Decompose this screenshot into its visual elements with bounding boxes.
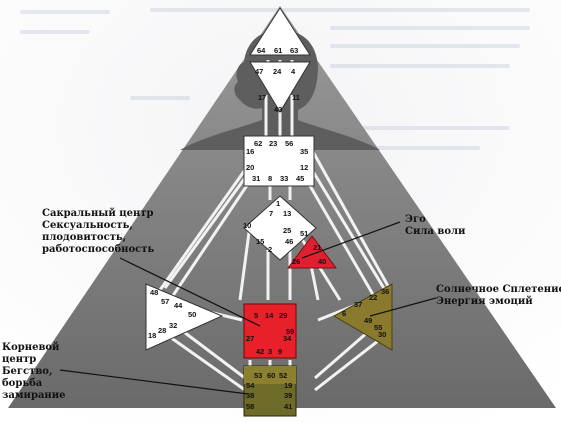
pointer-lines (59, 221, 437, 395)
gate-label: 5 (254, 311, 258, 320)
gate-label: 33 (280, 174, 288, 183)
ego-annotation: Эго Сила воли (405, 214, 465, 238)
gate-label: 30 (378, 330, 386, 339)
gate-label: 13 (283, 209, 291, 218)
gate-label: 42 (256, 347, 264, 356)
gate-label: 26 (292, 257, 300, 266)
gate-label: 27 (246, 334, 254, 343)
gate-label: 18 (148, 331, 156, 340)
gate-label: 3 (268, 347, 272, 356)
gate-label: 54 (246, 381, 255, 390)
gate-label: 7 (269, 209, 273, 218)
gate-label: 23 (269, 139, 277, 148)
gate-label: 19 (284, 381, 292, 390)
gate-label: 34 (283, 334, 292, 343)
gate-label: 29 (279, 311, 287, 320)
gate-label: 39 (284, 391, 292, 400)
sacral-center (243, 303, 297, 359)
sacral-annotation-line: Сакральный центр (42, 208, 154, 219)
sacral-annotation-line: работоспособность (42, 244, 155, 255)
spleen-center (145, 283, 224, 351)
gate-label: 37 (354, 300, 362, 309)
ego-annotation-line: Эго (405, 214, 426, 225)
root-annotation-line: центр (2, 354, 37, 365)
gate-label: 61 (274, 46, 282, 55)
root-annotation-line: Бегство, (2, 366, 53, 377)
gate-label: 60 (267, 371, 275, 380)
gate-label: 57 (161, 297, 169, 306)
gate-label: 11 (292, 93, 300, 102)
solar-annotation: Солнечное Сплетение Энергия эмоций (436, 284, 561, 308)
gate-label: 41 (284, 402, 292, 411)
gate-label: 20 (246, 163, 254, 172)
gate-label: 58 (246, 402, 254, 411)
solar-annotation-line: Энергия эмоций (436, 296, 533, 307)
gate-label: 22 (369, 293, 377, 302)
gate-label: 36 (381, 287, 389, 296)
gate-label: 12 (300, 163, 308, 172)
gate-label: 25 (283, 226, 291, 235)
gate-label: 1 (276, 199, 280, 208)
gate-label: 6 (342, 309, 346, 318)
sacral-annotation-line: плодовитость, (42, 232, 127, 243)
ajna-center (249, 61, 311, 113)
gate-label: 24 (273, 67, 282, 76)
gate-label: 17 (258, 93, 266, 102)
gate-label: 28 (158, 326, 166, 335)
gate-label: 44 (174, 301, 183, 310)
root-annotation-line: борьба (2, 378, 43, 389)
gate-label: 10 (243, 221, 251, 230)
gate-label: 9 (278, 347, 282, 356)
gate-label: 56 (285, 139, 293, 148)
gate-label: 31 (252, 174, 260, 183)
gate-label: 32 (169, 321, 177, 330)
gate-label: 62 (254, 139, 262, 148)
gate-label: 46 (285, 237, 293, 246)
gate-label: 21 (313, 243, 321, 252)
ego-annotation-line: Сила воли (405, 226, 466, 237)
gate-label: 52 (279, 371, 287, 380)
gate-label: 47 (255, 67, 263, 76)
head-center (249, 7, 311, 56)
gate-label: 50 (188, 310, 196, 319)
gate-label: 53 (254, 371, 262, 380)
ego-center (287, 235, 337, 269)
gate-label: 43 (274, 105, 282, 114)
gate-label: 64 (257, 46, 266, 55)
gate-label: 45 (296, 174, 304, 183)
solar-annotation-line: Солнечное Сплетение (436, 284, 561, 295)
g-center (243, 195, 317, 261)
sacral-annotation-line: Сексуальность, (42, 220, 133, 231)
gate-label: 15 (256, 237, 264, 246)
gate-label: 59 (286, 327, 294, 336)
gate-label: 51 (300, 229, 308, 238)
gate-label: 49 (364, 316, 372, 325)
root-annotation-line: замирание (2, 390, 66, 401)
root-annotation: Корневой центр Бегство, борьба замирание (2, 342, 66, 402)
solar-plexus-center (332, 283, 393, 351)
gate-label: 40 (318, 257, 326, 266)
gate-label: 14 (265, 311, 274, 320)
gate-label: 4 (291, 67, 296, 76)
gate-label: 35 (300, 147, 308, 156)
gate-label: 8 (268, 174, 272, 183)
throat-center (243, 135, 315, 187)
gate-label: 48 (150, 288, 158, 297)
gate-label: 2 (268, 245, 272, 254)
sacral-annotation: Сакральный центр Сексуальность, плодовит… (42, 208, 154, 256)
gate-label: 63 (290, 46, 298, 55)
gate-label: 16 (246, 147, 254, 156)
gate-label: 38 (246, 391, 254, 400)
root-center-top-band (244, 366, 296, 384)
gate-label: 55 (374, 323, 382, 332)
root-annotation-line: Корневой (2, 342, 60, 353)
